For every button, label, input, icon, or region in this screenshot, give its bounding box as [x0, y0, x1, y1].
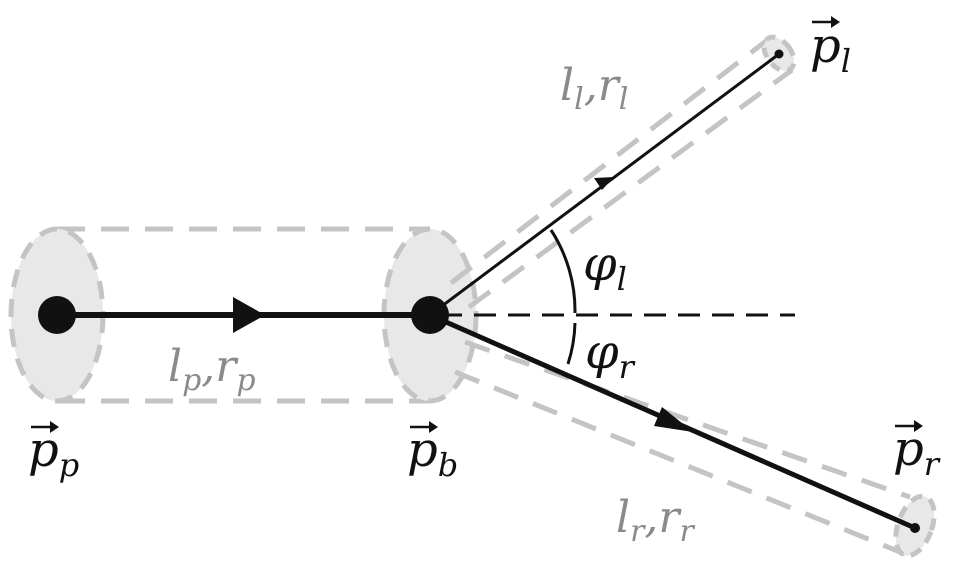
label-point-right-base: p [893, 421, 924, 477]
label-angle-right: φr [585, 324, 636, 386]
label-point-right: pr [893, 420, 941, 483]
label-segment-right: lr,rr [616, 492, 695, 549]
angle-arc-right [566, 322, 577, 365]
label-point-left-sub: l [841, 42, 851, 80]
label-point-branch-sub: b [438, 446, 458, 484]
node-right [910, 523, 920, 533]
tube-right [454, 339, 937, 559]
svg-text:pl: pl [810, 18, 851, 80]
label-point-branch: pb [407, 421, 458, 484]
segment-right-arrow [654, 407, 693, 432]
node-parent [38, 296, 76, 334]
label-point-right-sub: r [924, 445, 941, 483]
label-segment-left: ll,rl [560, 60, 628, 117]
label-point-parent-base: p [28, 422, 59, 478]
node-left [774, 49, 784, 59]
svg-text:pp: pp [28, 422, 79, 484]
segment-left-arrow [594, 177, 614, 190]
segment-parent-arrow [233, 297, 265, 333]
svg-text:pr: pr [893, 421, 941, 483]
label-angle-left: φl [583, 236, 627, 298]
angle-arc-left [549, 229, 577, 314]
label-point-parent-sub: p [59, 446, 79, 484]
svg-text:pb: pb [407, 422, 458, 484]
label-point-branch-base: p [407, 422, 438, 478]
node-branch [411, 296, 449, 334]
label-point-left: pl [810, 16, 851, 80]
label-point-parent: pp [28, 421, 79, 484]
label-segment-parent: lp,rp [168, 341, 256, 398]
label-point-left-base: p [810, 18, 841, 74]
